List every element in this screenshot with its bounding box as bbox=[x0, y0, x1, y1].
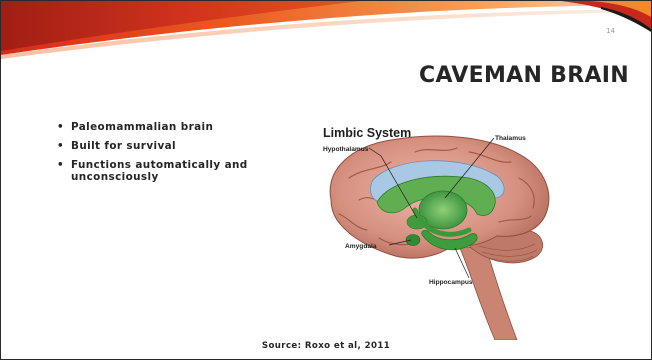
slide-title: CAVEMAN BRAIN bbox=[419, 63, 629, 88]
figure-title: Limbic System bbox=[323, 126, 411, 140]
label-amygdala: Amygdala bbox=[345, 243, 377, 250]
source-citation: Source: Roxo et al, 2011 bbox=[1, 341, 651, 351]
label-hippocampus: Hippocampus bbox=[429, 279, 473, 286]
limbic-system-figure: Limbic System bbox=[319, 118, 559, 340]
bullet-list: Paleomammalian brain Built for survival … bbox=[57, 121, 267, 190]
label-thalamus: Thalamus bbox=[495, 135, 526, 142]
header-swoosh bbox=[1, 1, 651, 61]
bullet-item: Paleomammalian brain bbox=[57, 121, 267, 133]
amygdala-shape bbox=[406, 235, 420, 246]
bullet-item: Functions automatically and unconsciousl… bbox=[57, 159, 267, 183]
label-hypothalamus: Hypothalamus bbox=[323, 146, 369, 153]
slide-number: 14 bbox=[606, 27, 615, 35]
bullet-item: Built for survival bbox=[57, 140, 267, 152]
